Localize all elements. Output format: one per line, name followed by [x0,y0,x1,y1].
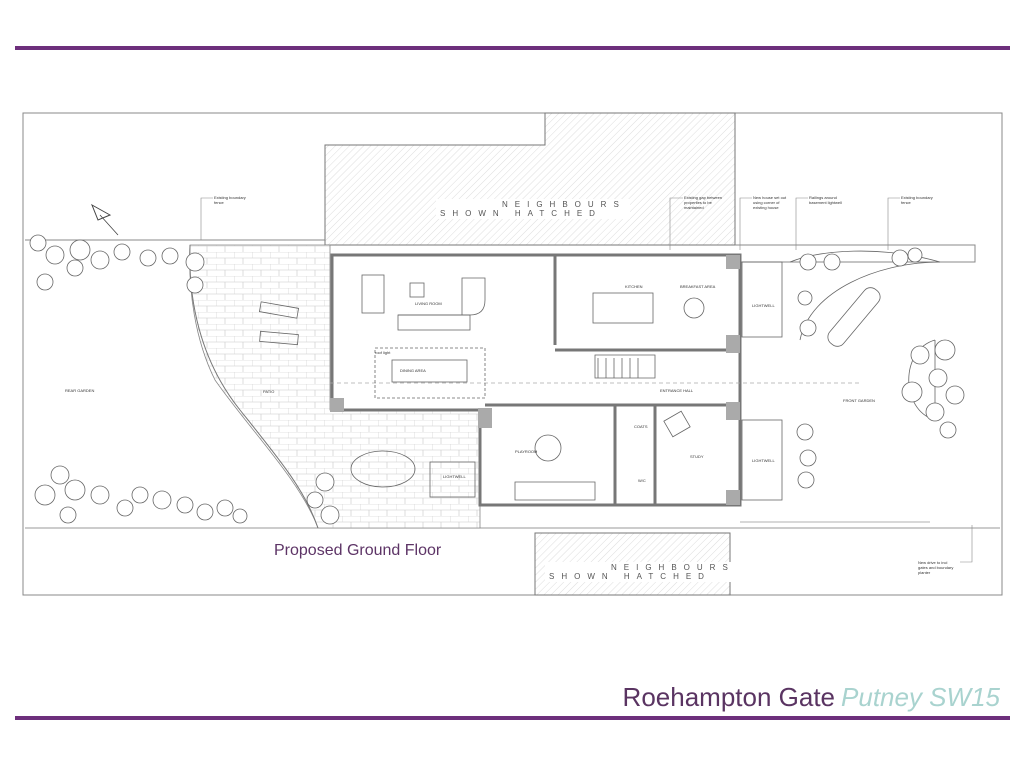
drawing-frame [22,112,1003,596]
bottom-rule [15,716,1010,720]
label-wc: W/C [638,478,646,483]
north-arrow-stem [99,214,119,236]
plan-title: Proposed Ground Floor [274,542,442,559]
label-roof-light: roof light [375,350,391,355]
north-arrow-icon [91,203,112,221]
neighbours-hatched-top [324,112,736,246]
wall-piers [330,255,740,505]
label-lightwell-rear: LIGHTWELL [443,474,466,479]
note-drive: New drive to incl gates and boundary pla… [918,560,954,575]
label-front-garden: FRONT GARDEN [843,398,875,403]
note-gap: Existing gap between properties to be ma… [684,195,723,210]
label-entrance-hall: ENTRANCE HALL [660,388,694,393]
project-location: Putney SW15 [841,682,1000,712]
patio [189,244,481,529]
label-kitchen: KITCHEN [625,284,643,289]
neighbours-line1: NEIGHBOURS [502,200,626,209]
note-boundary-fence: Existing boundary fence [214,195,246,205]
neighbours-label-bottom: NEIGHBOURS SHOWN HATCHED [545,562,739,582]
top-rule [15,46,1010,50]
label-rear-garden: REAR GARDEN [65,388,94,393]
label-playroom: PLAYROOM [515,449,537,454]
label-lightwell-front-2: LIGHTWELL [752,458,775,463]
callout-leaders [200,197,973,563]
neighbours-line1: NEIGHBOURS [611,563,735,572]
label-lightwell-front-1: LIGHTWELL [752,303,775,308]
garden-edge [189,244,319,529]
neighbours-line2: SHOWN HATCHED [549,572,711,581]
neighbours-line2: SHOWN HATCHED [440,209,602,218]
neighbours-label-top: NEIGHBOURS SHOWN HATCHED [436,199,630,219]
label-living-room: LIVING ROOM [415,301,442,306]
note-boundary-fence-front: Existing boundary fence [901,195,933,205]
project-name: Roehampton Gate [622,682,836,712]
label-dining-area: DINING AREA [400,368,426,373]
note-railings: Railings around basement lightwell [809,195,842,205]
note-new-house: New house set out using corner of existi… [753,195,787,210]
label-coats: COATS [634,424,648,429]
shrubs [29,234,965,525]
label-breakfast-area: BREAKFAST AREA [680,284,716,289]
boundary-line-top [25,239,976,263]
label-patio: PATIO [263,389,274,394]
label-study: STUDY [690,454,704,459]
